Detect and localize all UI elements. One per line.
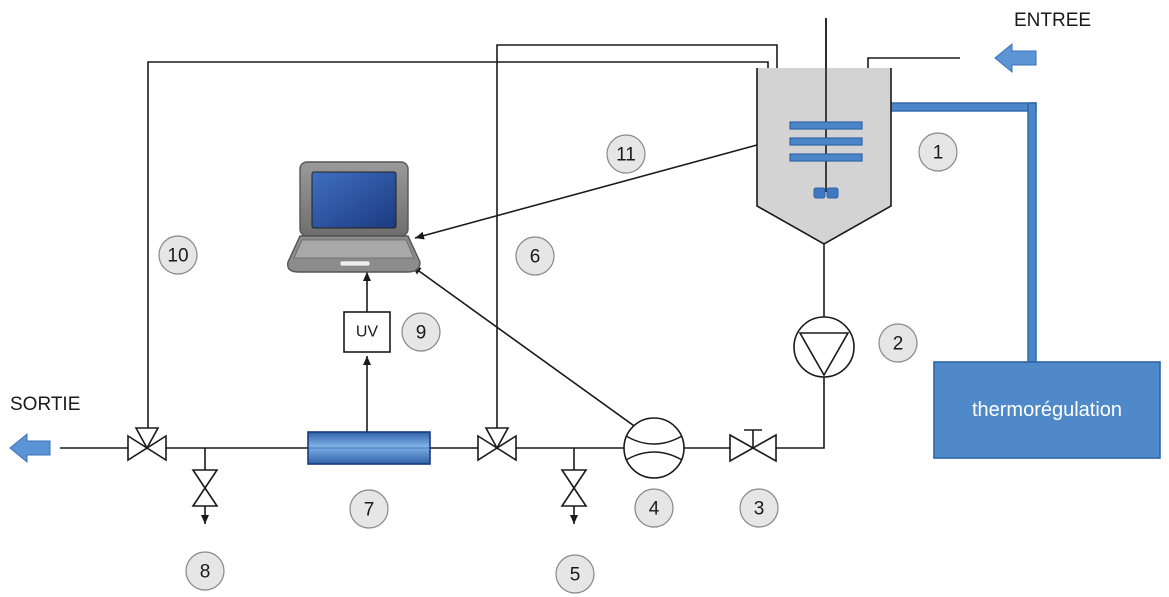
svg-text:4: 4 — [649, 499, 660, 520]
uv-label: UV — [356, 324, 379, 341]
svg-text:7: 7 — [364, 500, 375, 521]
callout-5: 5 — [555, 554, 595, 594]
laptop-icon — [287, 161, 421, 273]
line-11 — [414, 144, 758, 240]
callout-4: 4 — [634, 488, 674, 528]
callout-3: 3 — [739, 488, 779, 528]
callout-8: 8 — [185, 551, 225, 591]
line-10 — [144, 61, 769, 440]
svg-text:2: 2 — [893, 334, 904, 355]
agitator-impeller-icon — [813, 187, 839, 199]
svg-text:5: 5 — [570, 565, 581, 586]
pump-icon — [793, 316, 855, 378]
coil-2 — [789, 137, 863, 146]
callouts: 1 2 3 4 5 6 7 8 — [158, 132, 958, 594]
sortie-label: SORTIE — [10, 394, 80, 415]
inlet-arrow-icon — [994, 42, 1037, 74]
outlet-arrow-icon — [9, 432, 51, 464]
flowmeter-signal-line — [411, 265, 638, 429]
thermoregulation-unit: thermorégulation — [933, 361, 1161, 459]
pump-valve-line — [776, 377, 825, 449]
coil-3 — [789, 153, 863, 162]
callout-10: 10 — [158, 235, 198, 275]
drain-valve-8-icon — [191, 469, 219, 507]
svg-text:3: 3 — [754, 499, 765, 520]
callout-1: 1 — [918, 132, 958, 172]
valve-3-icon — [729, 433, 777, 463]
three-way-valve-icon — [477, 427, 517, 462]
callout-9: 9 — [401, 312, 441, 352]
callout-11: 11 — [606, 134, 646, 174]
flowmeter-icon — [623, 417, 685, 479]
svg-text:10: 10 — [167, 246, 188, 267]
three-way-valve-left-icon — [127, 427, 167, 462]
svg-text:11: 11 — [616, 145, 636, 166]
callout-6: 6 — [515, 236, 555, 276]
drain-valve-5-icon — [560, 469, 588, 507]
reactor-tank — [756, 18, 892, 245]
svg-text:9: 9 — [416, 323, 427, 344]
svg-text:8: 8 — [200, 562, 211, 583]
callout-2: 2 — [878, 323, 918, 363]
entree-label: ENTREE — [1014, 10, 1091, 31]
svg-text:1: 1 — [933, 143, 944, 164]
column — [307, 431, 431, 465]
svg-text:6: 6 — [530, 247, 541, 268]
callout-7: 7 — [349, 489, 389, 529]
uv-detector: UV — [343, 311, 391, 353]
thermoregulation-label: thermorégulation — [972, 399, 1122, 421]
coil-1 — [789, 121, 863, 130]
